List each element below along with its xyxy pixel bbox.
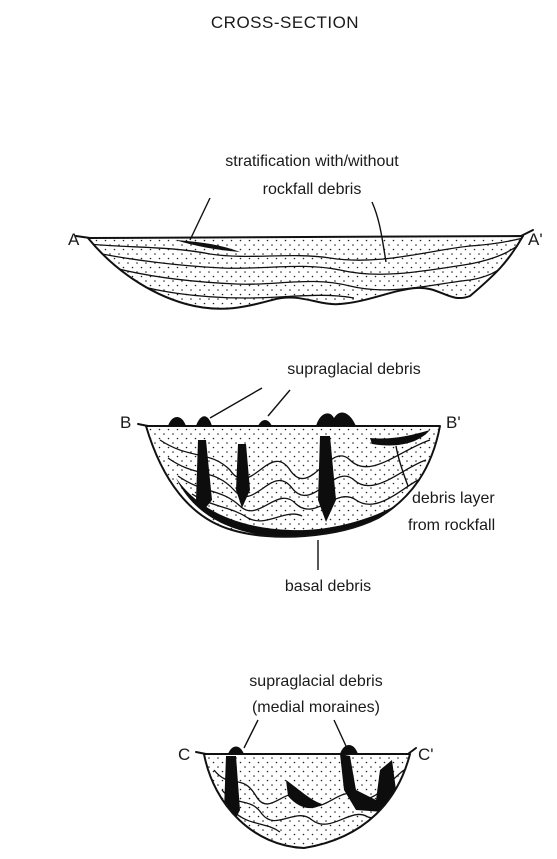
section-c-right-label: C' bbox=[418, 745, 434, 764]
section-b-body bbox=[140, 418, 450, 550]
section-c-left-label: C bbox=[178, 745, 190, 764]
diagram-title: CROSS-SECTION bbox=[211, 13, 359, 32]
section-c: supraglacial debris (medial moraines) C … bbox=[178, 673, 434, 856]
section-b-right-annotation-line2: from rockfall bbox=[408, 517, 495, 534]
section-b-leader-2 bbox=[268, 390, 290, 416]
section-c-leader-right bbox=[334, 720, 346, 746]
section-c-annotation-line1: supraglacial debris bbox=[249, 673, 382, 690]
section-b-right-label: B' bbox=[446, 413, 461, 432]
section-b-supraglacial-debris bbox=[168, 412, 356, 426]
section-b-top-annotation: supraglacial debris bbox=[287, 361, 420, 378]
section-b-leader-1 bbox=[210, 388, 262, 418]
section-c-body bbox=[198, 746, 416, 856]
section-b-right-annotation-line1: debris layer bbox=[412, 490, 495, 507]
section-c-supraglacial-debris bbox=[228, 745, 358, 754]
section-b-left-label: B bbox=[120, 413, 131, 432]
section-a-body bbox=[80, 230, 530, 320]
section-b-bottom-annotation: basal debris bbox=[285, 578, 371, 595]
section-a: stratification with/without rockfall deb… bbox=[68, 153, 543, 320]
section-a-leader-left bbox=[190, 198, 210, 240]
section-a-annotation-line1: stratification with/without bbox=[225, 153, 399, 170]
section-c-annotation-line2: (medial moraines) bbox=[252, 699, 380, 716]
section-c-leader-left bbox=[244, 720, 258, 748]
section-b: supraglacial debris B B' debri bbox=[120, 361, 495, 595]
section-a-annotation-line2: rockfall debris bbox=[263, 181, 362, 198]
section-a-left-label: A bbox=[68, 230, 80, 249]
section-a-right-label: A' bbox=[528, 230, 543, 249]
